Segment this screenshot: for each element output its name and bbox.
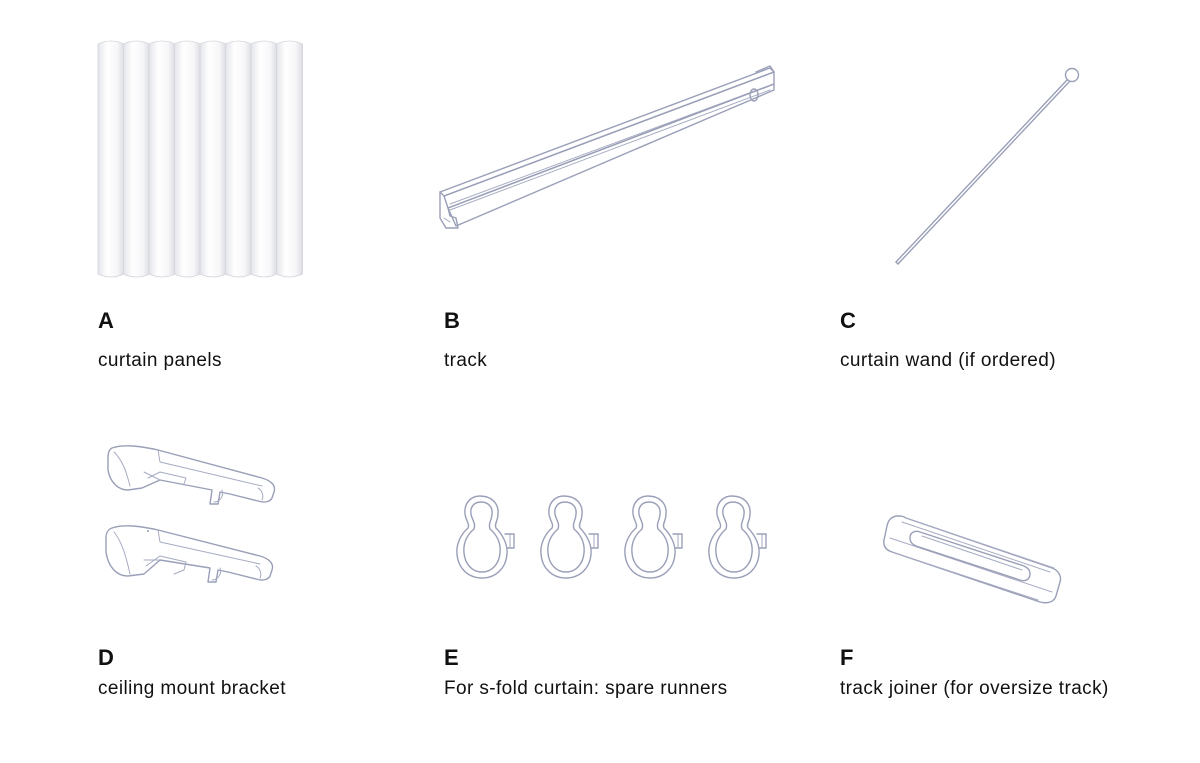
item-letter: E [444, 645, 460, 670]
ceiling-bracket-icon [105, 445, 276, 583]
curtain-panels-icon [97, 40, 303, 278]
item-caption: track [444, 350, 488, 371]
curtain-pleat [199, 40, 227, 278]
item-caption: curtain panels [98, 350, 222, 371]
track-joiner-icon [883, 515, 1062, 604]
curtain-pleat [174, 40, 201, 278]
runner-icon [456, 495, 767, 579]
curtain-pleat [250, 40, 278, 278]
curtain-pleat [276, 40, 303, 278]
item-letter: B [444, 308, 461, 333]
track-icon [439, 65, 775, 229]
curtain-pleat [97, 40, 125, 278]
curtain-pleat [225, 40, 252, 278]
item-letter: D [98, 645, 115, 670]
item-letter: A [98, 308, 115, 333]
curtain-pleat [148, 40, 176, 278]
curtain-wand-icon [895, 67, 1080, 265]
item-caption: For s-fold curtain: spare runners [444, 678, 728, 699]
item-caption: track joiner (for oversize track) [840, 678, 1109, 699]
curtain-pleat [123, 40, 150, 278]
item-caption: ceiling mount bracket [98, 678, 286, 699]
item-letter: F [840, 645, 854, 670]
item-letter: C [840, 308, 857, 333]
item-caption: curtain wand (if ordered) [840, 350, 1056, 371]
